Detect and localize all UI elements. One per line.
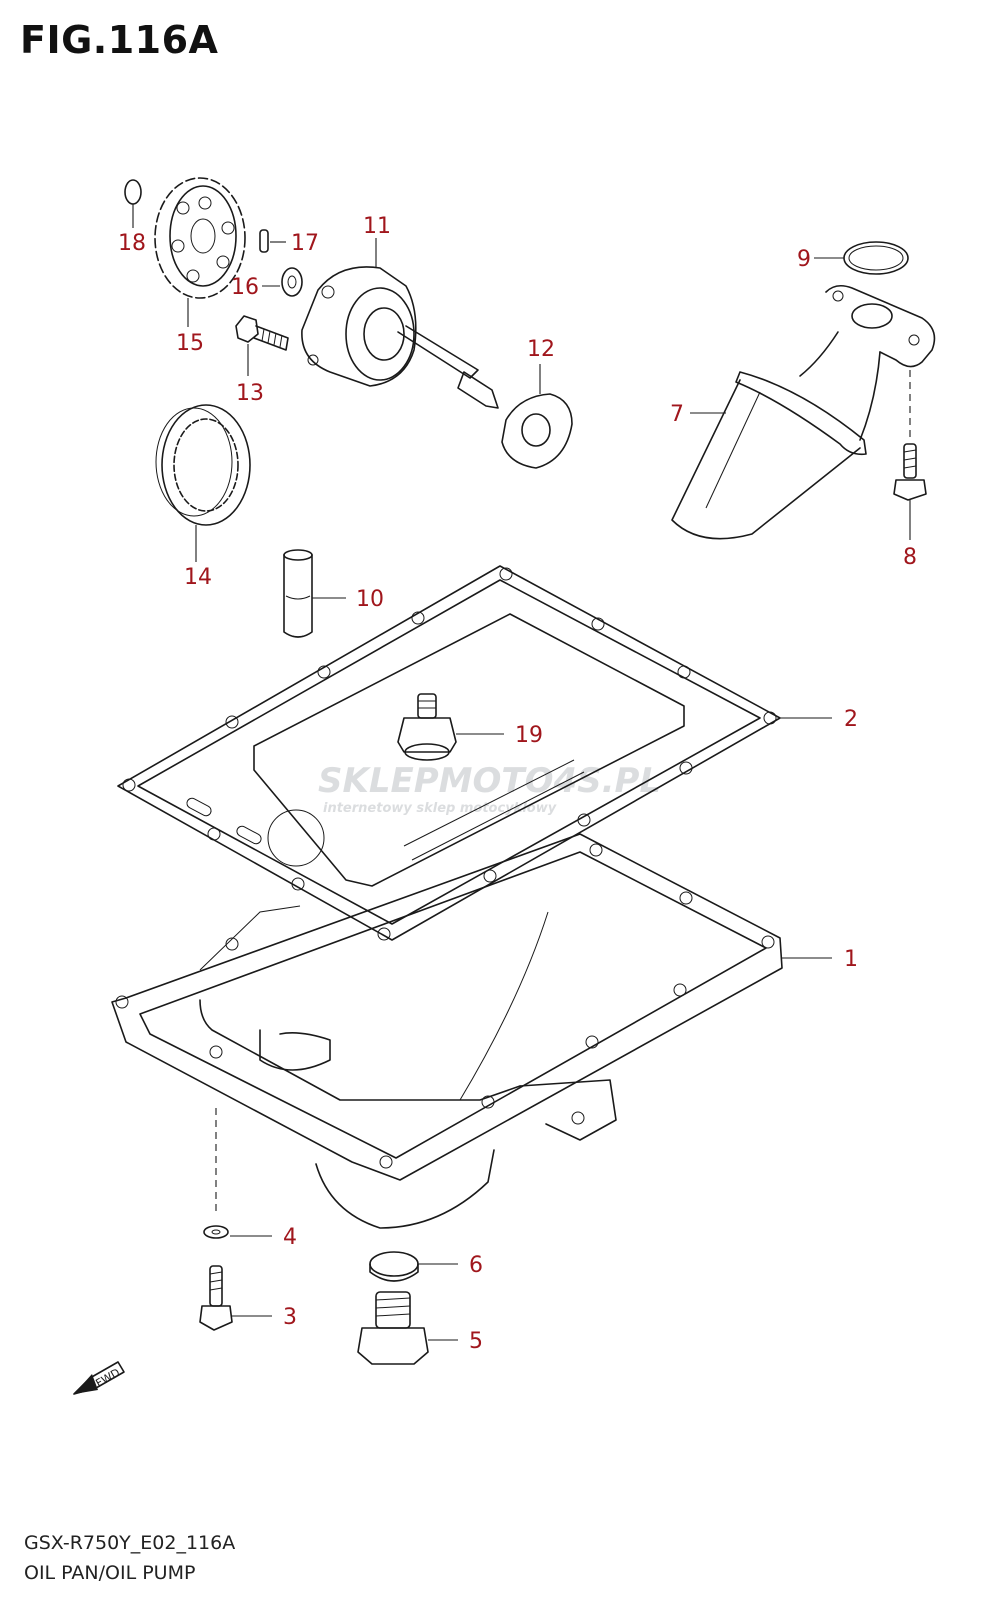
part-10-dowel[interactable] [283,549,346,638]
part-15-sprocket[interactable] [154,177,246,327]
part-17-pin[interactable] [259,229,286,253]
figure-code: GSX-R750Y_E02_116A [24,1532,236,1554]
part-2-gasket[interactable] [117,565,832,941]
callout-5: 5 [469,1329,483,1354]
callout-4: 4 [283,1225,297,1250]
part-1-oil-pan[interactable] [111,833,832,1229]
fwd-label: FWD [94,1366,123,1390]
callout-10: 10 [356,587,384,612]
callout-14: 14 [184,565,212,590]
watermark-tagline: internetowy sklep motocyklowy [323,801,557,816]
part-8-bolt[interactable] [893,443,927,540]
callout-1: 1 [844,947,858,972]
callout-6: 6 [469,1253,483,1278]
callout-19: 19 [515,723,543,748]
callout-12: 12 [527,337,555,362]
callout-13: 13 [236,381,264,406]
part-3-bolt[interactable] [199,1265,272,1331]
part-5-drain-plug[interactable] [357,1291,458,1365]
callout-17: 17 [291,231,319,256]
part-13-bolt[interactable] [235,315,289,376]
part-12-gasket[interactable] [501,364,573,469]
callout-16: 16 [231,275,259,300]
callout-3: 3 [283,1305,297,1330]
part-19-sensor[interactable] [397,693,504,761]
callout-11: 11 [363,214,391,239]
figure-name: OIL PAN/OIL PUMP [24,1562,196,1584]
watermark-brand: SKLEPMOTO4S.PL [318,761,661,801]
part-14-driven-gear[interactable] [155,404,251,562]
fwd-arrow-icon: FWD [73,1361,125,1395]
callout-7: 7 [670,402,684,427]
figure-title: FIG.116A [20,18,219,62]
part-9-o-ring[interactable] [814,241,909,275]
part-7-oil-strainer[interactable] [671,284,936,540]
watermark: SKLEPMOTO4S.PL internetowy sklep motocyk… [318,761,661,816]
part-6-gasket-ring[interactable] [369,1251,458,1282]
callout-2: 2 [844,707,858,732]
callout-15: 15 [176,331,204,356]
part-4-washer[interactable] [203,1225,272,1239]
callout-8: 8 [903,545,917,570]
callout-18: 18 [118,231,146,256]
part-18-circlip[interactable] [124,179,142,228]
callout-9: 9 [797,247,811,272]
part-11-oil-pump[interactable] [301,238,499,409]
part-16-washer[interactable] [262,267,303,297]
